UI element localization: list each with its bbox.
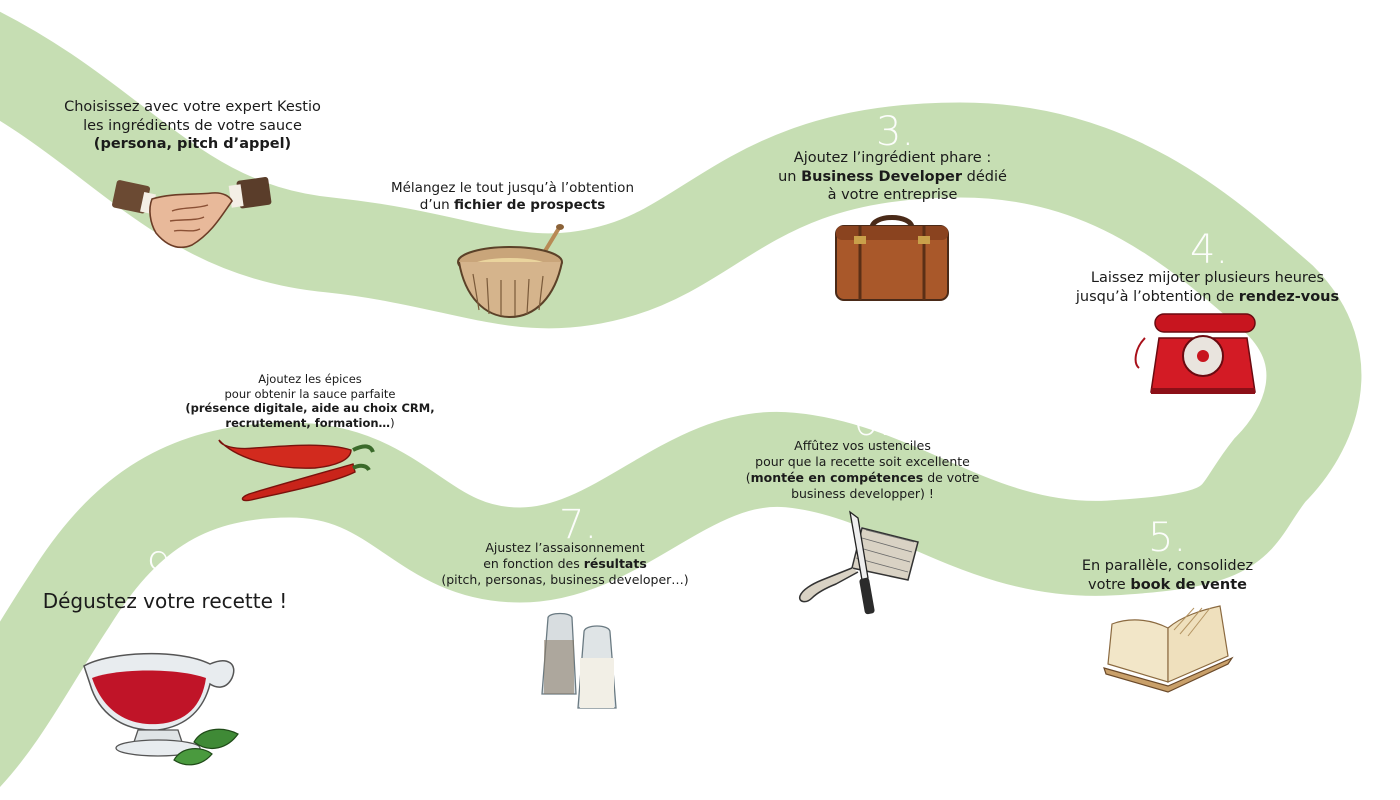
step-7-line: (pitch, personas, business developer…) — [441, 572, 689, 587]
step-9-title: Dégustez votre recette ! — [42, 589, 288, 613]
knife-board-icon — [798, 510, 919, 615]
step-number-7: 7. — [559, 502, 598, 548]
step-6-line: pour que la recette soit excellente — [755, 454, 970, 469]
step-number-3: 3. — [876, 109, 915, 155]
step-number-5: 5. — [1148, 515, 1187, 561]
step-5-line: votre book de vente — [1088, 576, 1247, 593]
step-8-line: (présence digitale, aide au choix CRM, — [185, 401, 435, 416]
step-4-line: jusqu’à l’obtention de rendez-vous — [1075, 288, 1340, 305]
step-8-line: recrutement, formation…) — [225, 416, 395, 431]
step-number-9: 9. — [146, 545, 185, 591]
step-number-1: 1. — [176, 55, 215, 101]
salt-pepper-icon — [541, 612, 617, 709]
step-8-line: Ajoutez les épices — [258, 372, 362, 386]
step-6-line: Affûtez vos ustenciles — [794, 438, 931, 453]
handshake-icon — [112, 177, 272, 249]
step-3-text: Ajoutez l’ingrédient phare : un Business… — [760, 149, 1025, 205]
step-6-text: Affûtez vos ustenciles pour que la recet… — [735, 438, 990, 502]
step-7-line: Ajustez l’assaisonnement — [485, 540, 645, 555]
step-2-line: Mélangez le tout jusqu’à l’obtention — [390, 180, 635, 196]
step-4-text: Laissez mijoter plusieurs heures jusqu’à… — [1055, 269, 1360, 306]
gravy-boat-icon — [83, 652, 239, 766]
step-number-2: 2. — [495, 135, 534, 181]
telephone-icon — [1134, 313, 1256, 394]
step-6-line: (montée en compétences de votre — [745, 470, 980, 485]
step-7-text: Ajustez l’assaisonnement en fonction des… — [420, 540, 710, 588]
step-1-line: Choisissez avec votre expert Kestio — [64, 99, 321, 115]
step-4-line: Laissez mijoter plusieurs heures — [1090, 270, 1325, 286]
step-2-line: d’un fichier de prospects — [419, 197, 606, 214]
step-1-line-3: (persona, pitch d’appel) — [93, 136, 292, 153]
step-2-text: Mélangez le tout jusqu’à l’obtention d’u… — [370, 180, 655, 215]
suitcase-icon — [835, 215, 949, 301]
step-1-text: Choisissez avec votre expert Kestio les … — [40, 98, 345, 154]
step-5-text: En parallèle, consolidez votre book de v… — [1055, 557, 1280, 594]
step-3-line: Ajoutez l’ingrédient phare : — [793, 150, 992, 166]
chili-pepper-icon — [218, 439, 375, 502]
step-8-line: pour obtenir la sauce parfaite — [224, 386, 396, 401]
step-8-text: Ajoutez les épices pour obtenir la sauce… — [180, 372, 440, 431]
step-3-line: à votre entreprise — [827, 187, 958, 204]
step-number-4: 4. — [1190, 227, 1229, 273]
book-icon — [1103, 605, 1234, 693]
step-number-6: 6. — [853, 399, 892, 445]
mixing-bowl-icon — [457, 224, 564, 319]
step-6-line: business developper) ! — [791, 486, 934, 501]
step-1-line: les ingrédients de votre sauce — [83, 117, 302, 134]
step-number-8: 8. — [295, 332, 334, 378]
step-5-line: En parallèle, consolidez — [1081, 558, 1254, 574]
step-7-line: en fonction des résultats — [483, 556, 647, 571]
step-3-line: un Business Developer dédié — [778, 168, 1007, 185]
